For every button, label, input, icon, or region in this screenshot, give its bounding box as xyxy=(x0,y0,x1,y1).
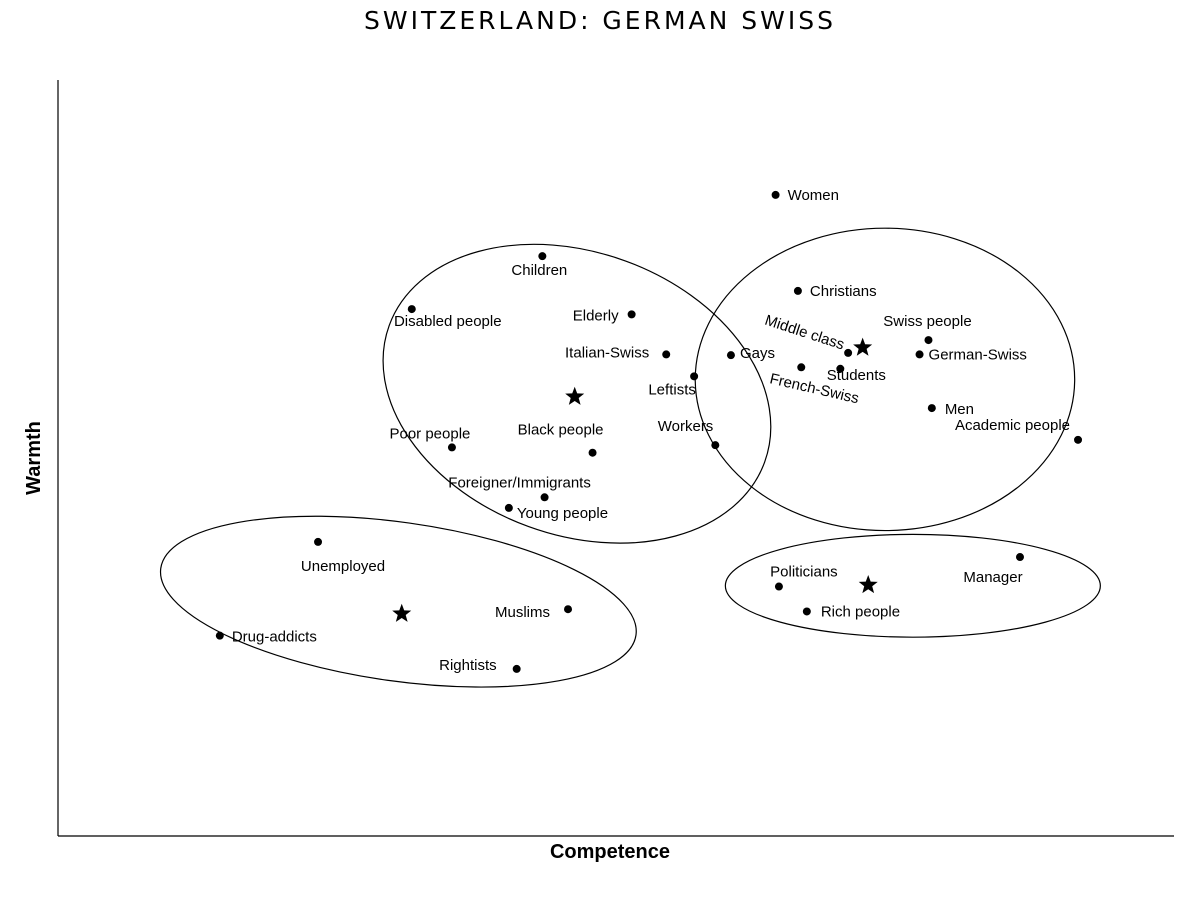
data-point-middle-class xyxy=(844,348,853,357)
data-label-women: Women xyxy=(788,187,839,204)
data-point-drug-addicts xyxy=(215,631,224,640)
x-axis-title: Competence xyxy=(550,841,670,863)
data-label-muslims: Muslims xyxy=(495,604,550,621)
data-label-rightists: Rightists xyxy=(439,657,497,674)
data-label-men: Men xyxy=(945,401,974,418)
data-point-christians xyxy=(793,286,802,295)
data-label-poor-people: Poor people xyxy=(389,425,470,442)
cluster-ellipse-4 xyxy=(724,533,1101,638)
data-point-disabled-people xyxy=(407,305,416,314)
data-point-french-swiss xyxy=(797,363,806,372)
data-label-black-people: Black people xyxy=(518,422,604,439)
cluster-center-star-1 xyxy=(565,386,585,405)
data-point-young-people xyxy=(504,503,513,512)
data-point-elderly xyxy=(627,310,636,319)
data-point-foreigner-immigrants xyxy=(540,493,549,502)
data-label-politicians: Politicians xyxy=(770,564,838,581)
data-point-gays xyxy=(726,351,735,360)
y-axis-title: Warmth xyxy=(23,421,45,495)
data-point-rich-people xyxy=(802,607,811,616)
cluster-ellipse-3 xyxy=(159,515,637,688)
data-point-politicians xyxy=(774,582,783,591)
data-point-black-people xyxy=(588,448,597,457)
data-label-unemployed: Unemployed xyxy=(301,558,385,575)
data-label-leftists: Leftists xyxy=(648,381,696,398)
data-label-elderly: Elderly xyxy=(573,307,619,324)
cluster-centers xyxy=(392,337,878,622)
data-point-rightists xyxy=(512,664,521,673)
data-point-men xyxy=(927,404,936,413)
data-point-unemployed xyxy=(314,537,323,546)
data-point-leftists xyxy=(690,372,699,381)
chart-title: SWITZERLAND: GERMAN SWISS xyxy=(363,6,836,35)
data-point-academic-people xyxy=(1074,435,1083,444)
data-label-german-swiss: German-Swiss xyxy=(929,346,1027,363)
cluster-center-star-4 xyxy=(858,575,878,594)
cluster-center-star-2 xyxy=(853,337,873,356)
data-point-swiss-people xyxy=(924,336,933,345)
data-label-rich-people: Rich people xyxy=(821,603,900,620)
data-points xyxy=(215,190,1083,673)
data-label-children: Children xyxy=(511,262,567,279)
data-label-workers: Workers xyxy=(658,418,714,435)
data-point-children xyxy=(538,252,547,261)
data-label-foreigner-immigrants: Foreigner/Immigrants xyxy=(448,474,591,491)
data-label-academic-people: Academic people xyxy=(955,417,1070,434)
data-label-gays: Gays xyxy=(740,345,775,362)
data-label-students: Students xyxy=(827,367,886,384)
data-label-italian-swiss: Italian-Swiss xyxy=(565,344,649,361)
data-point-manager xyxy=(1015,553,1024,562)
data-point-women xyxy=(771,190,780,199)
data-label-swiss-people: Swiss people xyxy=(883,313,971,330)
data-label-middle-class: Middle class xyxy=(763,312,847,354)
data-label-disabled-people: Disabled people xyxy=(394,313,502,330)
data-label-young-people: Young people xyxy=(517,505,608,522)
data-label-manager: Manager xyxy=(963,569,1022,586)
data-label-christians: Christians xyxy=(810,283,877,300)
cluster-ellipse-1 xyxy=(382,243,772,544)
data-point-german-swiss xyxy=(915,350,924,359)
data-point-students xyxy=(836,364,845,373)
data-point-muslims xyxy=(564,605,573,614)
data-point-workers xyxy=(711,441,720,450)
data-label-drug-addicts: Drug-addicts xyxy=(232,629,317,646)
cluster-center-star-3 xyxy=(392,603,412,622)
data-point-poor-people xyxy=(447,443,456,452)
data-point-italian-swiss xyxy=(662,350,671,359)
